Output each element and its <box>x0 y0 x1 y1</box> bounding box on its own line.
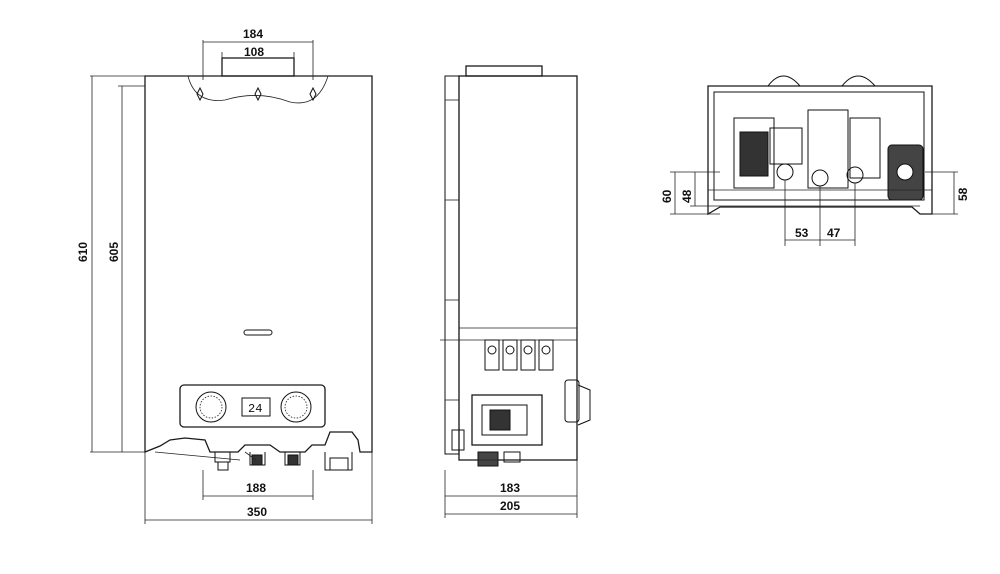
dim-53: 53 <box>795 226 809 240</box>
side-knob-icon <box>564 379 580 423</box>
dim-188: 188 <box>246 481 266 495</box>
mounting-hole-icons <box>196 86 317 102</box>
front-logo-slot <box>243 329 273 336</box>
dim-205: 205 <box>500 499 520 513</box>
display-screen <box>241 397 271 417</box>
dim-183: 183 <box>500 481 520 495</box>
front-connections <box>154 451 353 471</box>
side-fittings <box>451 429 540 467</box>
side-body-outline <box>458 75 578 461</box>
flue-dome-left <box>767 75 801 87</box>
flue-dome-right <box>841 75 876 87</box>
dim-184: 184 <box>243 27 263 41</box>
side-gas-block <box>471 394 543 446</box>
dim-610: 610 <box>76 242 90 262</box>
dim-48: 48 <box>680 189 694 203</box>
dim-47: 47 <box>827 226 841 240</box>
dim-58: 58 <box>956 187 970 201</box>
front-flue-collar <box>221 57 295 77</box>
right-knob-icon <box>280 391 312 423</box>
side-flue-collar <box>465 65 543 77</box>
front-body-outline <box>144 75 373 453</box>
bottom-outline <box>707 85 933 216</box>
left-knob-icon <box>195 391 227 423</box>
front-view: 24 184 108 610 605 <box>76 27 373 524</box>
side-view: 183 205 <box>440 65 591 518</box>
dim-60: 60 <box>660 189 674 203</box>
display-readout: 24 <box>248 402 262 416</box>
side-valves <box>484 339 554 371</box>
dim-350: 350 <box>247 505 267 519</box>
dim-605: 605 <box>107 242 121 262</box>
dim-108: 108 <box>244 45 264 59</box>
control-panel <box>179 384 326 428</box>
bottom-view: 60 48 58 53 47 <box>660 75 970 246</box>
